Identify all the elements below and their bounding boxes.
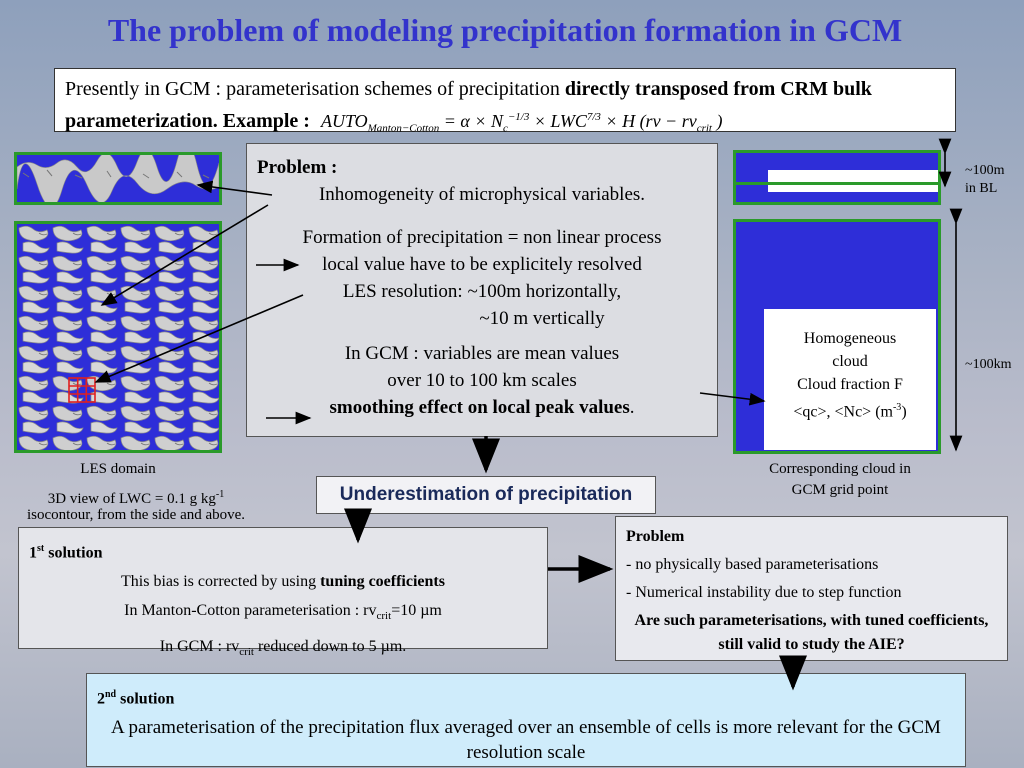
problem-line-8: smoothing effect on local peak values. — [329, 397, 635, 418]
les-top-view-image — [14, 221, 222, 453]
problem-line-2: Formation of precipitation = non linear … — [302, 227, 662, 248]
les-side-view-image — [14, 142, 222, 208]
problem-line-7: over 10 to 100 km scales — [387, 370, 577, 391]
solution2-heading: 2nd solution — [97, 689, 175, 708]
gcm-caption-2: GCM grid point — [791, 482, 889, 498]
problem2-item-2: - Numerical instability due to step func… — [626, 584, 902, 601]
problem2-question: Are such parameterisations, with tuned c… — [634, 612, 989, 653]
solution2-box: 2nd solution A parameterisation of the p… — [86, 673, 966, 767]
underestimation-box: Underestimation of precipitation — [316, 476, 656, 514]
gcm-caption-1: Corresponding cloud in — [769, 461, 911, 477]
gcm-bl-layer-image — [733, 150, 941, 205]
problem2-item-1: - no physically based parameterisations — [626, 556, 879, 573]
problem-heading: Problem : — [257, 157, 338, 178]
problem2-box: Problem - no physically based parameteri… — [615, 516, 1008, 661]
les-caption-title: LES domain — [80, 461, 156, 477]
les-caption-line2: 3D view of LWC = 0.1 g kg-1 — [47, 489, 225, 507]
problem-line-1: Inhomogeneity of microphysical variables… — [318, 184, 646, 205]
slide-title: The problem of modeling precipitation fo… — [107, 12, 903, 48]
gcm-km-label: ~100km — [965, 357, 1012, 372]
problem-line-5: ~10 m vertically — [479, 308, 605, 329]
solution1-line-2: In Manton-Cotton parameterisation : rvcr… — [124, 602, 442, 623]
problem-panel: Problem : Inhomogeneity of microphysical… — [246, 143, 718, 437]
intro-box: Presently in GCM : parameterisation sche… — [54, 68, 956, 135]
les-caption-line3: isocontour, from the side and above. — [26, 507, 246, 523]
grid-cell-marker — [68, 377, 96, 403]
solution1-line-3: In GCM : rvcrit reduced down to 5 µm. — [159, 637, 407, 658]
auto-equation: AUTOManton−Cotton = α × Nc−1/3 × LWC7/3 … — [320, 111, 723, 135]
problem2-heading: Problem — [626, 528, 685, 545]
intro-bold: directly transposed from CRM bulk parame… — [65, 78, 872, 132]
solution1-line-1: This bias is corrected by using tuning c… — [121, 573, 445, 591]
homogeneous-cloud-box: Homogeneous cloud Cloud fraction F <qc>,… — [764, 309, 936, 450]
problem-line-6: In GCM : variables are mean values — [344, 343, 620, 364]
solution2-text: A parameterisation of the precipitation … — [111, 717, 941, 764]
solution1-heading: 1st solution — [29, 543, 103, 562]
solution1-box: 1st solution This bias is corrected by u… — [18, 527, 548, 658]
intro-text: Presently in GCM : parameterisation sche… — [65, 78, 565, 100]
problem-line-4: LES resolution: ~100m horizontally, — [342, 281, 622, 302]
problem-line-3: local value have to be explicitely resol… — [322, 254, 642, 275]
